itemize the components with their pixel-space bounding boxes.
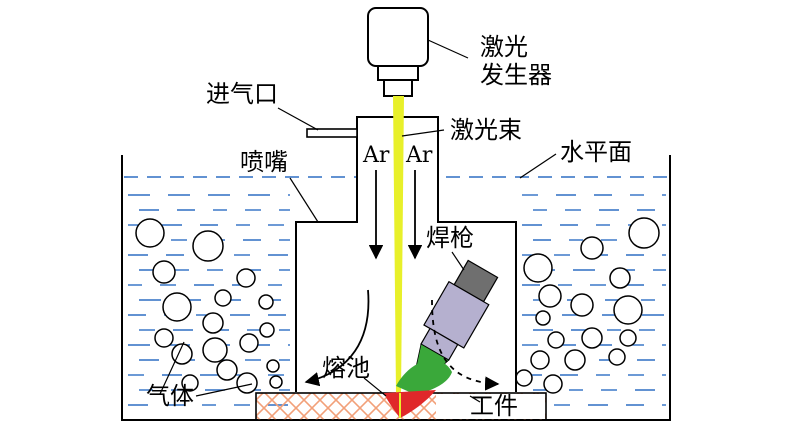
gas-bubble-icon xyxy=(236,372,258,394)
label-water-level: 水平面 xyxy=(560,138,632,166)
label-argon-left: Ar xyxy=(362,143,391,168)
gas-bubble-icon xyxy=(538,284,562,308)
leader-gas-2 xyxy=(195,383,253,397)
gas-bubble-icon xyxy=(564,349,586,371)
gas-bubble-icon xyxy=(580,236,604,260)
leader-torch xyxy=(451,251,465,271)
gas-bubble-icon xyxy=(154,328,174,348)
gas-bubble-icon xyxy=(530,350,550,370)
leader-gas-inlet xyxy=(277,107,319,131)
leader-gas-1 xyxy=(159,341,185,395)
gas-bubble-icon xyxy=(135,218,165,248)
label-laser-generator-line2: 发生器 xyxy=(480,60,552,89)
gas-bubble-icon xyxy=(202,312,224,334)
gas-bubble-icon xyxy=(258,294,274,310)
label-workpiece: 工件 xyxy=(470,392,518,420)
gas-bubble-icon xyxy=(570,293,594,317)
gas-bubble-icon xyxy=(269,375,283,389)
laser-beam xyxy=(393,96,404,394)
leader-workpiece xyxy=(469,395,481,403)
gas-bubble-icon xyxy=(266,359,280,373)
gas-bubble-icon xyxy=(214,289,232,307)
gas-flow-arrow-left xyxy=(304,289,370,387)
label-laser-beam: 激光束 xyxy=(450,116,522,144)
gas-bubble-icon xyxy=(613,295,643,325)
workpiece-right-plain xyxy=(436,394,545,419)
gas-bubble-icon xyxy=(515,369,533,387)
gas-bubble-icon xyxy=(152,260,176,284)
gas-bubble-icon xyxy=(619,329,637,347)
label-laser-generator-line1: 激光 xyxy=(480,33,528,61)
gas-bubble-icon xyxy=(609,267,631,289)
gas-bubble-icon xyxy=(239,333,259,353)
leader-pool xyxy=(363,377,387,397)
gas-inlet-pipe xyxy=(306,128,358,138)
label-welding-torch: 焊枪 xyxy=(426,224,474,252)
gas-bubble-icon xyxy=(171,343,193,365)
gas-bubble-icon xyxy=(181,374,199,392)
label-argon-right: Ar xyxy=(405,143,434,168)
gas-bubble-icon xyxy=(523,253,553,283)
gas-flow-arrow-right-dashed xyxy=(431,299,500,391)
leader-nozzle xyxy=(289,177,319,223)
gas-bubble-icon xyxy=(547,331,565,349)
gas-bubble-icon xyxy=(535,310,551,326)
welding-arc xyxy=(396,359,452,394)
gas-bubble-icon xyxy=(608,348,626,366)
gas-bubble-icon xyxy=(192,230,224,262)
gas-bubbles xyxy=(135,217,660,394)
leader-water-level xyxy=(519,153,557,179)
leader-laser-generator xyxy=(427,39,469,59)
label-molten-pool: 熔池 xyxy=(322,354,370,382)
gas-bubble-icon xyxy=(581,327,603,349)
gas-bubble-icon xyxy=(628,217,660,249)
gas-bubble-icon xyxy=(216,359,238,381)
label-gas: 气体 xyxy=(146,382,194,410)
label-gas-inlet: 进气口 xyxy=(206,80,278,108)
welding-torch-icon xyxy=(414,259,499,381)
laser-generator-icon xyxy=(367,7,429,97)
gas-bubble-icon xyxy=(162,292,192,322)
gas-bubble-icon xyxy=(202,337,228,363)
label-laser-generator: 激光 发生器 xyxy=(480,33,552,89)
gas-bubble-icon xyxy=(259,322,275,338)
leader-laser-beam xyxy=(401,129,445,137)
label-nozzle: 喷嘴 xyxy=(240,148,288,176)
molten-pool xyxy=(384,390,436,418)
gas-bubble-icon xyxy=(543,374,563,394)
gas-bubble-icon xyxy=(236,268,256,288)
